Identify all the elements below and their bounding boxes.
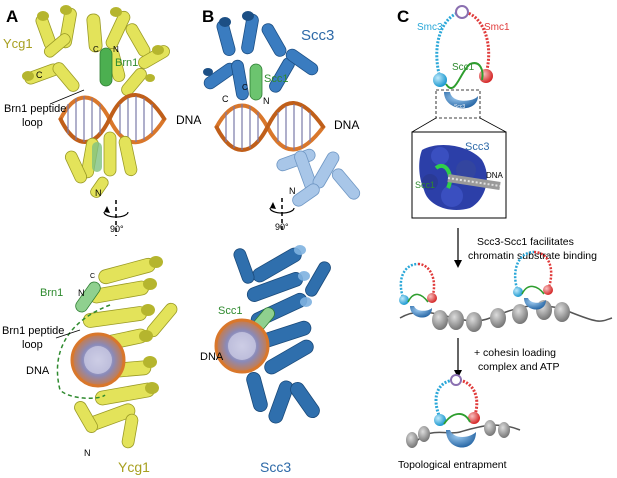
- ycg1-top-label: Ycg1: [3, 36, 33, 51]
- rotation-label-a: 90°: [110, 224, 124, 234]
- brn1-helix: [99, 47, 113, 87]
- brn1-loop-label-line1: Brn1 peptide: [4, 103, 66, 115]
- inset-dna-label: DNA: [486, 171, 504, 180]
- rotation-label-b: 90°: [275, 222, 289, 232]
- dna-label-a: DNA: [176, 113, 201, 127]
- dna-bottom-label-b: DNA: [200, 351, 224, 363]
- inset-scc3-label: Scc3: [465, 141, 489, 153]
- rotation-arrow-a: [103, 200, 129, 236]
- panel-label-a: A: [6, 7, 18, 26]
- step2-line2: complex and ATP: [478, 361, 560, 373]
- loop-pointer-a: [49, 89, 85, 105]
- panel-label-c: C: [397, 7, 409, 26]
- brn1-loop-bottom-line2: loop: [22, 339, 43, 351]
- scc3-top-structure: [203, 13, 319, 101]
- scc3-bottom-label: Scc3: [260, 459, 291, 475]
- terminus-n-lower-b: N: [289, 186, 296, 196]
- panel-label-b: B: [202, 7, 214, 26]
- loop-pointer-bottom-a: [55, 329, 81, 339]
- final-caption: Topological entrapment: [398, 459, 507, 471]
- step2-line1: + cohesin loading: [474, 347, 556, 359]
- terminus-n-a: N: [113, 45, 119, 54]
- chromatin-binding-illustration: [399, 250, 613, 332]
- rotation-arrow-b: [269, 198, 295, 232]
- panel-b: B Scc3 Scc1 C C N DNA: [200, 7, 361, 475]
- terminus-n-lower-a: N: [95, 188, 102, 198]
- terminus-c2-b: C: [242, 83, 248, 92]
- brn1-label: Brn1: [115, 57, 138, 69]
- terminus-n-b: N: [263, 96, 270, 106]
- terminus-c2-a: C: [36, 70, 43, 80]
- scc1-bottom-label: Scc1: [218, 305, 242, 317]
- terminus-n2-bottom-a: N: [84, 448, 91, 458]
- inset-scc1-label: Scc1: [415, 180, 435, 190]
- brn1-loop-bottom-line1: Brn1 peptide: [2, 325, 64, 337]
- brn1-bottom-label: Brn1: [40, 287, 63, 299]
- dna-bottom-label-a: DNA: [26, 365, 50, 377]
- terminus-c-b: C: [222, 94, 229, 104]
- panel-c: C Smc3 Smc1 Scc1 Scc3 Scc3: [397, 5, 613, 471]
- cohesin-ring-top: [433, 5, 493, 109]
- smc1-label: Smc1: [484, 22, 510, 33]
- scc3-top-label: Scc3: [301, 27, 334, 44]
- zoom-region-box: [435, 89, 481, 119]
- brn1-loop-label-line2: loop: [22, 117, 43, 129]
- dna-label-b: DNA: [334, 118, 359, 132]
- zoom-line-left: [411, 117, 437, 133]
- scc1-c-label: Scc1: [452, 62, 475, 73]
- scc3-small-label: Scc3: [454, 104, 465, 110]
- scc1-helix: [249, 63, 263, 101]
- terminus-c-bottom-a: C: [90, 273, 95, 280]
- dna-helix-a: [58, 93, 167, 145]
- step-arrow-2: [454, 338, 462, 378]
- terminus-c-a: C: [93, 45, 99, 54]
- step-arrow-1: [454, 228, 462, 268]
- inset-panel: [411, 131, 507, 219]
- scc1-label: Scc1: [264, 73, 288, 85]
- smc3-label: Smc3: [417, 22, 443, 33]
- step1-line2: chromatin substrate binding: [468, 250, 597, 262]
- dna-helix-b: [214, 101, 326, 152]
- terminus-n-bottom-a: N: [78, 288, 85, 298]
- brn1-loop-dashed: [56, 304, 111, 400]
- scc3-mid-structure: [276, 148, 361, 207]
- zoom-line-right: [479, 117, 507, 133]
- ycg1-bottom-label: Ycg1: [118, 459, 150, 475]
- brn1-helix-bottom: [75, 281, 101, 313]
- panel-a: A: [2, 5, 201, 475]
- entrapment-illustration: [406, 374, 521, 448]
- step1-line1: Scc3-Scc1 facilitates: [477, 236, 574, 248]
